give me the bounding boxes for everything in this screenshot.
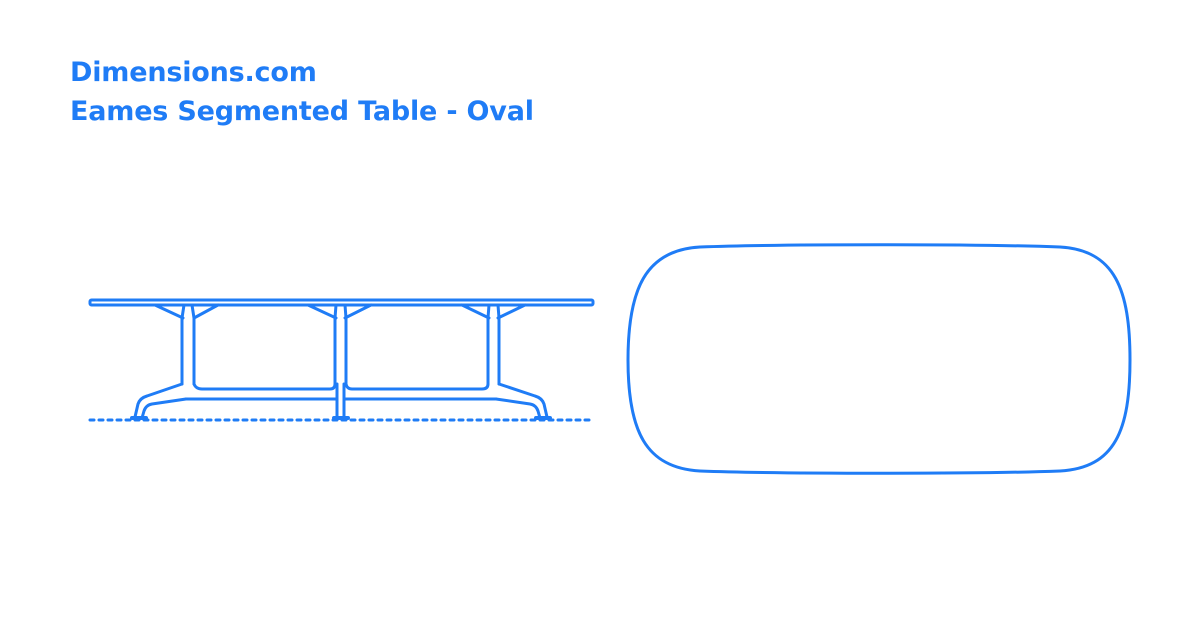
table-base: [130, 303, 552, 421]
page-title: Eames Segmented Table - Oval: [70, 96, 534, 127]
tabletop-side: [88, 298, 595, 307]
site-name: Dimensions.com: [70, 57, 317, 88]
plan-oval: [626, 243, 1132, 475]
side-elevation: [88, 298, 595, 422]
